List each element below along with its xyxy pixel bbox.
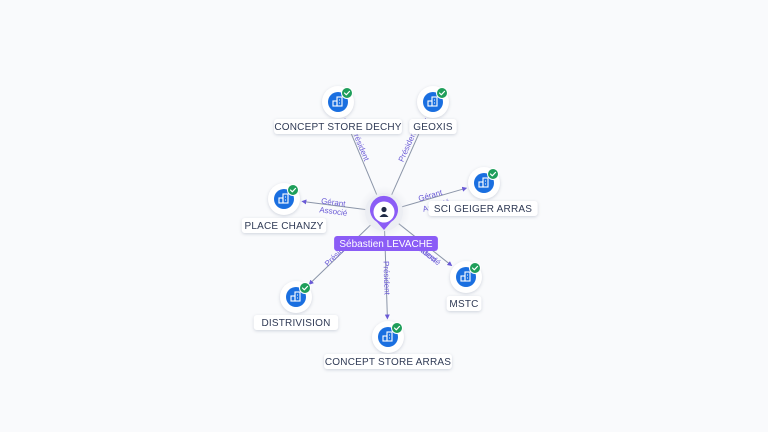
company-node-sci-geiger-arras[interactable]: SCI GEIGER ARRAS (428, 167, 538, 216)
building-icon (460, 271, 471, 282)
building-icon (382, 331, 393, 342)
company-node-concept-store-dechy[interactable]: CONCEPT STORE DECHY (274, 86, 402, 134)
center-name: Sébastien LEVACHE (339, 239, 433, 250)
company-name: GEOXIS (413, 122, 453, 133)
company-node-distrivision[interactable]: DISTRIVISION (253, 281, 339, 330)
edge-line (308, 224, 372, 285)
company-node-geoxis[interactable]: GEOXIS (409, 86, 457, 134)
company-name: SCI GEIGER ARRAS (434, 204, 532, 215)
nodes: CONCEPT STORE DECHY GEOXIS SCI GEIGER ARRA… (241, 86, 538, 369)
company-name: DISTRIVISION (261, 318, 330, 329)
edge-relation-label: Président (381, 261, 391, 296)
building-icon (478, 177, 489, 188)
building-icon (290, 291, 301, 302)
verified-check-icon (436, 87, 448, 99)
verified-check-icon (469, 262, 481, 274)
company-name: CONCEPT STORE DECHY (274, 122, 401, 133)
verified-check-icon (341, 87, 353, 99)
person-icon (379, 206, 389, 217)
verified-check-icon (487, 168, 499, 180)
center-person-node[interactable]: Sébastien LEVACHE (334, 186, 438, 251)
edge-line (401, 186, 468, 208)
verified-check-icon (391, 322, 403, 334)
company-node-concept-store-arras[interactable]: CONCEPT STORE ARRAS (324, 321, 452, 369)
company-name-label: CONCEPT STORE DECHY (274, 119, 402, 134)
company-node-mstc[interactable]: MSTC (446, 261, 482, 311)
building-icon (427, 96, 438, 107)
company-node-place-chanzy[interactable]: PLACE CHANZY (241, 183, 327, 233)
company-name: PLACE CHANZY (244, 221, 323, 232)
company-name-label: CONCEPT STORE ARRAS (324, 354, 452, 369)
verified-check-icon (299, 282, 311, 294)
edge-relation-label: Associé (319, 205, 348, 218)
edge-line (301, 199, 367, 211)
company-name-label: DISTRIVISION (253, 315, 339, 330)
building-icon (332, 96, 343, 107)
company-name: MSTC (449, 299, 478, 310)
company-name: CONCEPT STORE ARRAS (325, 357, 451, 368)
company-name-label: GEOXIS (409, 119, 457, 134)
company-name-label: PLACE CHANZY (241, 218, 327, 233)
building-icon (278, 193, 289, 204)
company-name-label: MSTC (446, 296, 482, 311)
edge-relation-label: Gérant (321, 196, 347, 208)
center-name-pill (334, 236, 438, 251)
company-name-label: SCI GEIGER ARRAS (428, 201, 538, 216)
verified-check-icon (287, 184, 299, 196)
